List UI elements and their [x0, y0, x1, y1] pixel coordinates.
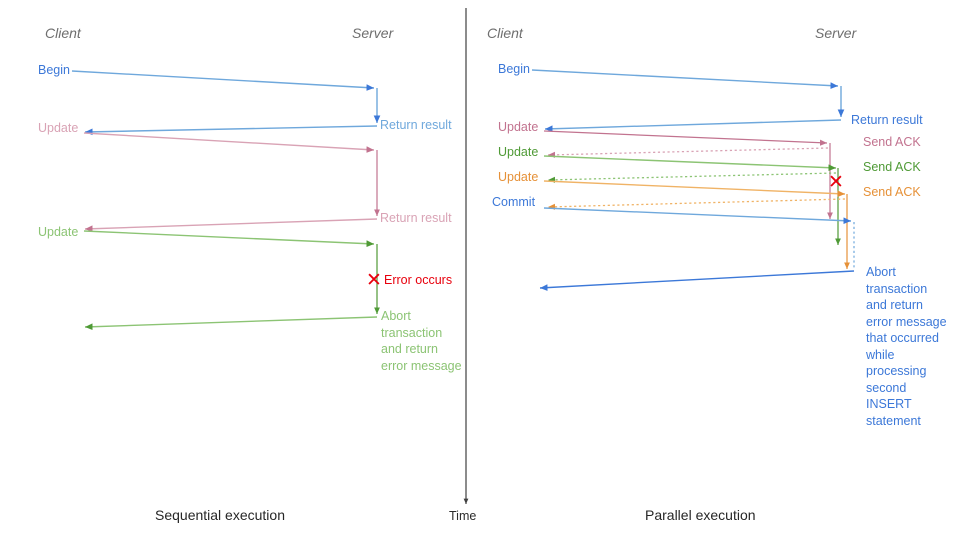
parallel-msg-send-ack-2: Send ACK	[863, 160, 921, 174]
parallel-msg-send-ack-3: Send ACK	[863, 185, 921, 199]
arrow-commit	[543, 207, 855, 268]
parallel-msg-send-ack-1: Send ACK	[863, 135, 921, 149]
sequential-msg-error-occurs: Error occurs	[384, 273, 453, 287]
arrow-abort	[539, 270, 855, 291]
time-axis-label: Time	[449, 509, 477, 523]
arrow-return-result-2	[84, 218, 378, 233]
sequential-msg-update-1: Update	[38, 121, 79, 135]
sequential-caption: Sequential execution	[155, 507, 285, 523]
arrow-begin	[531, 69, 845, 117]
sequential-msg-return-result-2: Return result	[380, 211, 452, 225]
arrow-abort	[84, 316, 378, 331]
sequential-msg-return-result-1: Return result	[380, 118, 452, 132]
arrow-update-1	[543, 130, 833, 219]
parallel-actor-client: Client	[487, 25, 523, 41]
error-x-icon: ✕	[828, 172, 844, 193]
error-x-icon: ✕	[366, 270, 382, 291]
parallel-msg-update-3: Update	[498, 170, 539, 184]
arrow-update-3	[543, 180, 850, 269]
arrow-update-2	[543, 155, 841, 245]
parallel-panel-arrows	[531, 69, 855, 291]
parallel-caption: Parallel execution	[645, 507, 756, 523]
parallel-msg-update-2: Update	[498, 145, 539, 159]
parallel-msg-update-1: Update	[498, 120, 539, 134]
arrow-begin	[71, 70, 381, 123]
sequential-msg-abort: Abort transaction and return error messa…	[381, 309, 462, 373]
parallel-actor-server: Server	[815, 25, 857, 41]
parallel-msg-return-result: Return result	[851, 113, 923, 127]
sequential-actor-server: Server	[352, 25, 394, 41]
parallel-msg-abort: Abort transaction and return error messa…	[866, 265, 947, 428]
arrow-send-ack-3	[547, 198, 846, 210]
arrow-send-ack-1	[547, 147, 829, 158]
parallel-msg-commit: Commit	[492, 195, 536, 209]
sequential-msg-update-2: Update	[38, 225, 79, 239]
sequential-panel-arrows	[71, 70, 381, 331]
arrow-update-1	[83, 132, 380, 216]
arrow-return-result-1	[84, 125, 378, 136]
arrow-update-2	[83, 230, 380, 314]
arrow-return-result	[544, 119, 842, 133]
parallel-msg-begin: Begin	[498, 62, 530, 76]
sequential-msg-begin: Begin	[38, 63, 70, 77]
arrow-send-ack-2	[547, 172, 837, 183]
sequential-actor-client: Client	[45, 25, 81, 41]
